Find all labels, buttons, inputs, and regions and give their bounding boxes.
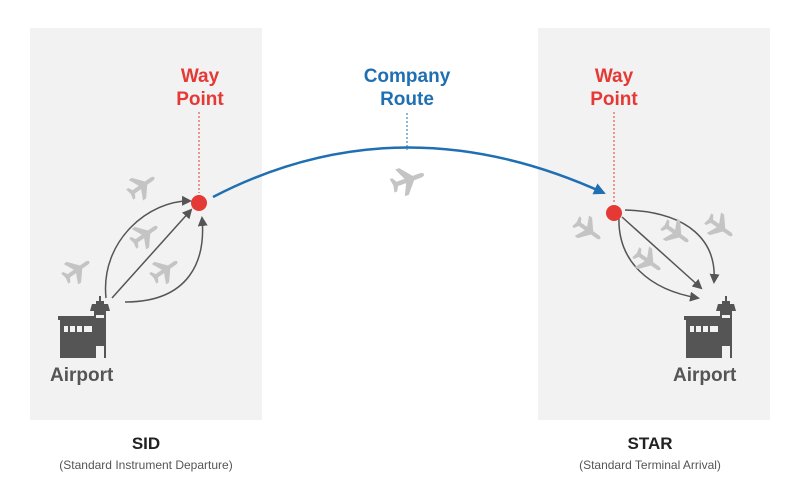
plane-icon bbox=[125, 216, 165, 254]
star-waypoint-label-line2: Point bbox=[590, 89, 638, 110]
star-waypoint-dot bbox=[606, 205, 622, 221]
plane-icon bbox=[145, 251, 185, 289]
sid-arrow-straight bbox=[111, 208, 193, 299]
plane-icon bbox=[700, 208, 740, 246]
sid-subtitle: (Standard Instrument Departure) bbox=[59, 458, 233, 472]
plane-icon bbox=[628, 242, 668, 280]
plane-icon bbox=[387, 160, 429, 200]
sid-waypoint-label-line1: Way bbox=[180, 66, 220, 87]
plane-icon bbox=[57, 251, 97, 289]
company-route-arrow bbox=[212, 146, 606, 199]
sid-airport-tower-icon bbox=[58, 296, 110, 358]
plane-icon bbox=[122, 167, 162, 205]
star-airport-label: Airport bbox=[673, 365, 737, 386]
sid-waypoint-dot bbox=[191, 195, 207, 211]
sid-arrow-right bbox=[124, 216, 208, 303]
sid-title: SID bbox=[131, 434, 161, 453]
star-arrow-right bbox=[624, 209, 720, 284]
star-waypoint-label-line1: Way bbox=[594, 66, 634, 87]
company-route-label: Company Route bbox=[347, 65, 467, 111]
star-arrow-left bbox=[618, 215, 700, 302]
star-waypoint-label: Way Point bbox=[574, 65, 654, 111]
company-route-label-line2: Route bbox=[380, 89, 434, 110]
star-arrow-straight bbox=[621, 216, 703, 290]
plane-icon bbox=[568, 211, 608, 249]
star-airport-tower-icon bbox=[684, 296, 736, 358]
company-route-label-line1: Company bbox=[363, 66, 451, 87]
star-subtitle: (Standard Terminal Arrival) bbox=[579, 458, 721, 472]
sid-airport-label: Airport bbox=[50, 365, 114, 386]
sid-waypoint-label-line2: Point bbox=[176, 89, 224, 110]
star-title: STAR bbox=[627, 434, 673, 453]
sid-waypoint-label: Way Point bbox=[160, 65, 240, 111]
sid-arrow-left bbox=[104, 195, 192, 299]
